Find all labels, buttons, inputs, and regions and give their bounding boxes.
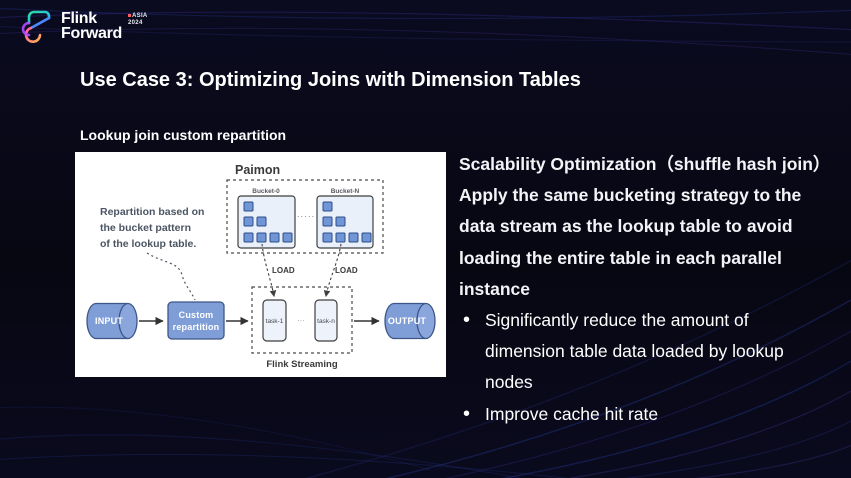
badge-region: ASIA	[132, 13, 148, 19]
task-1-node: task-1	[262, 299, 287, 342]
task-1-label: task-1	[266, 318, 284, 325]
list-item: Improve cache hit rate	[459, 399, 851, 430]
badge-year: 2024	[128, 20, 143, 26]
bucket-gap-dots: ·····	[297, 212, 315, 221]
task-gap-dots: ···	[297, 316, 305, 325]
slide-body-text: Scalability Optimization（shuffle hash jo…	[459, 149, 851, 430]
custom-repartition-line-2: repartition	[173, 322, 220, 332]
brand-line-2: Forward	[61, 25, 123, 42]
optimization-heading: Scalability Optimization（shuffle hash jo…	[459, 154, 831, 174]
benefit-list: Significantly reduce the amount of dimen…	[459, 305, 851, 430]
paragraph-line: loading the entire table in each paralle…	[459, 247, 782, 268]
annotation-curve	[146, 252, 196, 301]
bullet-line: Improve cache hit rate	[485, 403, 659, 424]
bucket-0-grid	[243, 201, 293, 243]
input-node: INPUT	[86, 302, 138, 340]
annotation-line-2: the bucket pattern	[100, 222, 191, 234]
load-label-right: LOAD	[335, 266, 358, 275]
task-n-label: task-n	[317, 318, 335, 325]
custom-repartition-node: Custom repartition	[167, 301, 225, 340]
bullet-line: dimension table data loaded by lookup	[485, 341, 784, 362]
bucket-n-label: Bucket-N	[331, 188, 360, 195]
flink-forward-logo: Flink Forward ASIA 2024	[20, 8, 148, 44]
diagram-panel: Paimon Bucket-0 ····· Bucket-N LOAD LOAD…	[75, 152, 446, 377]
brand-wordmark: Flink Forward	[61, 10, 123, 42]
load-arrow-left	[261, 243, 277, 298]
output-label: OUTPUT	[388, 316, 427, 326]
flink-streaming-label: Flink Streaming	[266, 359, 337, 370]
badge-dot	[128, 13, 132, 17]
repartition-annotation: Repartition based on the bucket pattern …	[100, 206, 204, 301]
optimization-paragraph: Apply the same bucketing strategy to the…	[459, 180, 851, 305]
annotation-line-1: Repartition based on	[100, 206, 204, 218]
bucket-n-grid	[322, 201, 372, 243]
paragraph-line: instance	[459, 278, 530, 299]
task-n-node: task-n	[314, 299, 338, 342]
custom-repartition-line-1: Custom	[179, 310, 214, 320]
paragraph-line: data stream as the lookup table to avoid	[459, 216, 793, 237]
flink-streaming-box	[251, 286, 353, 354]
paimon-label: Paimon	[235, 163, 280, 177]
brand-line-1: Flink	[61, 10, 97, 27]
paimon-dashed-box	[226, 179, 384, 254]
paragraph-line: Apply the same bucketing strategy to the	[459, 185, 802, 206]
bullet-line: Significantly reduce the amount of	[485, 310, 749, 331]
input-label: INPUT	[95, 316, 123, 326]
annotation-line-3: of the lookup table.	[100, 238, 196, 250]
flink-forward-logo-icon	[21, 10, 51, 43]
section-subtitle: Lookup join custom repartition	[80, 126, 287, 143]
load-label-left: LOAD	[272, 266, 295, 275]
event-badge: ASIA 2024	[128, 13, 148, 27]
bullet-line: nodes	[485, 372, 533, 393]
bucket-0-label: Bucket-0	[252, 188, 280, 195]
list-item: Significantly reduce the amount of dimen…	[459, 305, 851, 399]
lookup-join-diagram: Paimon Bucket-0 ····· Bucket-N LOAD LOAD…	[86, 163, 436, 370]
page-title: Use Case 3: Optimizing Joins with Dimens…	[80, 69, 581, 92]
output-node: OUTPUT	[384, 302, 436, 340]
